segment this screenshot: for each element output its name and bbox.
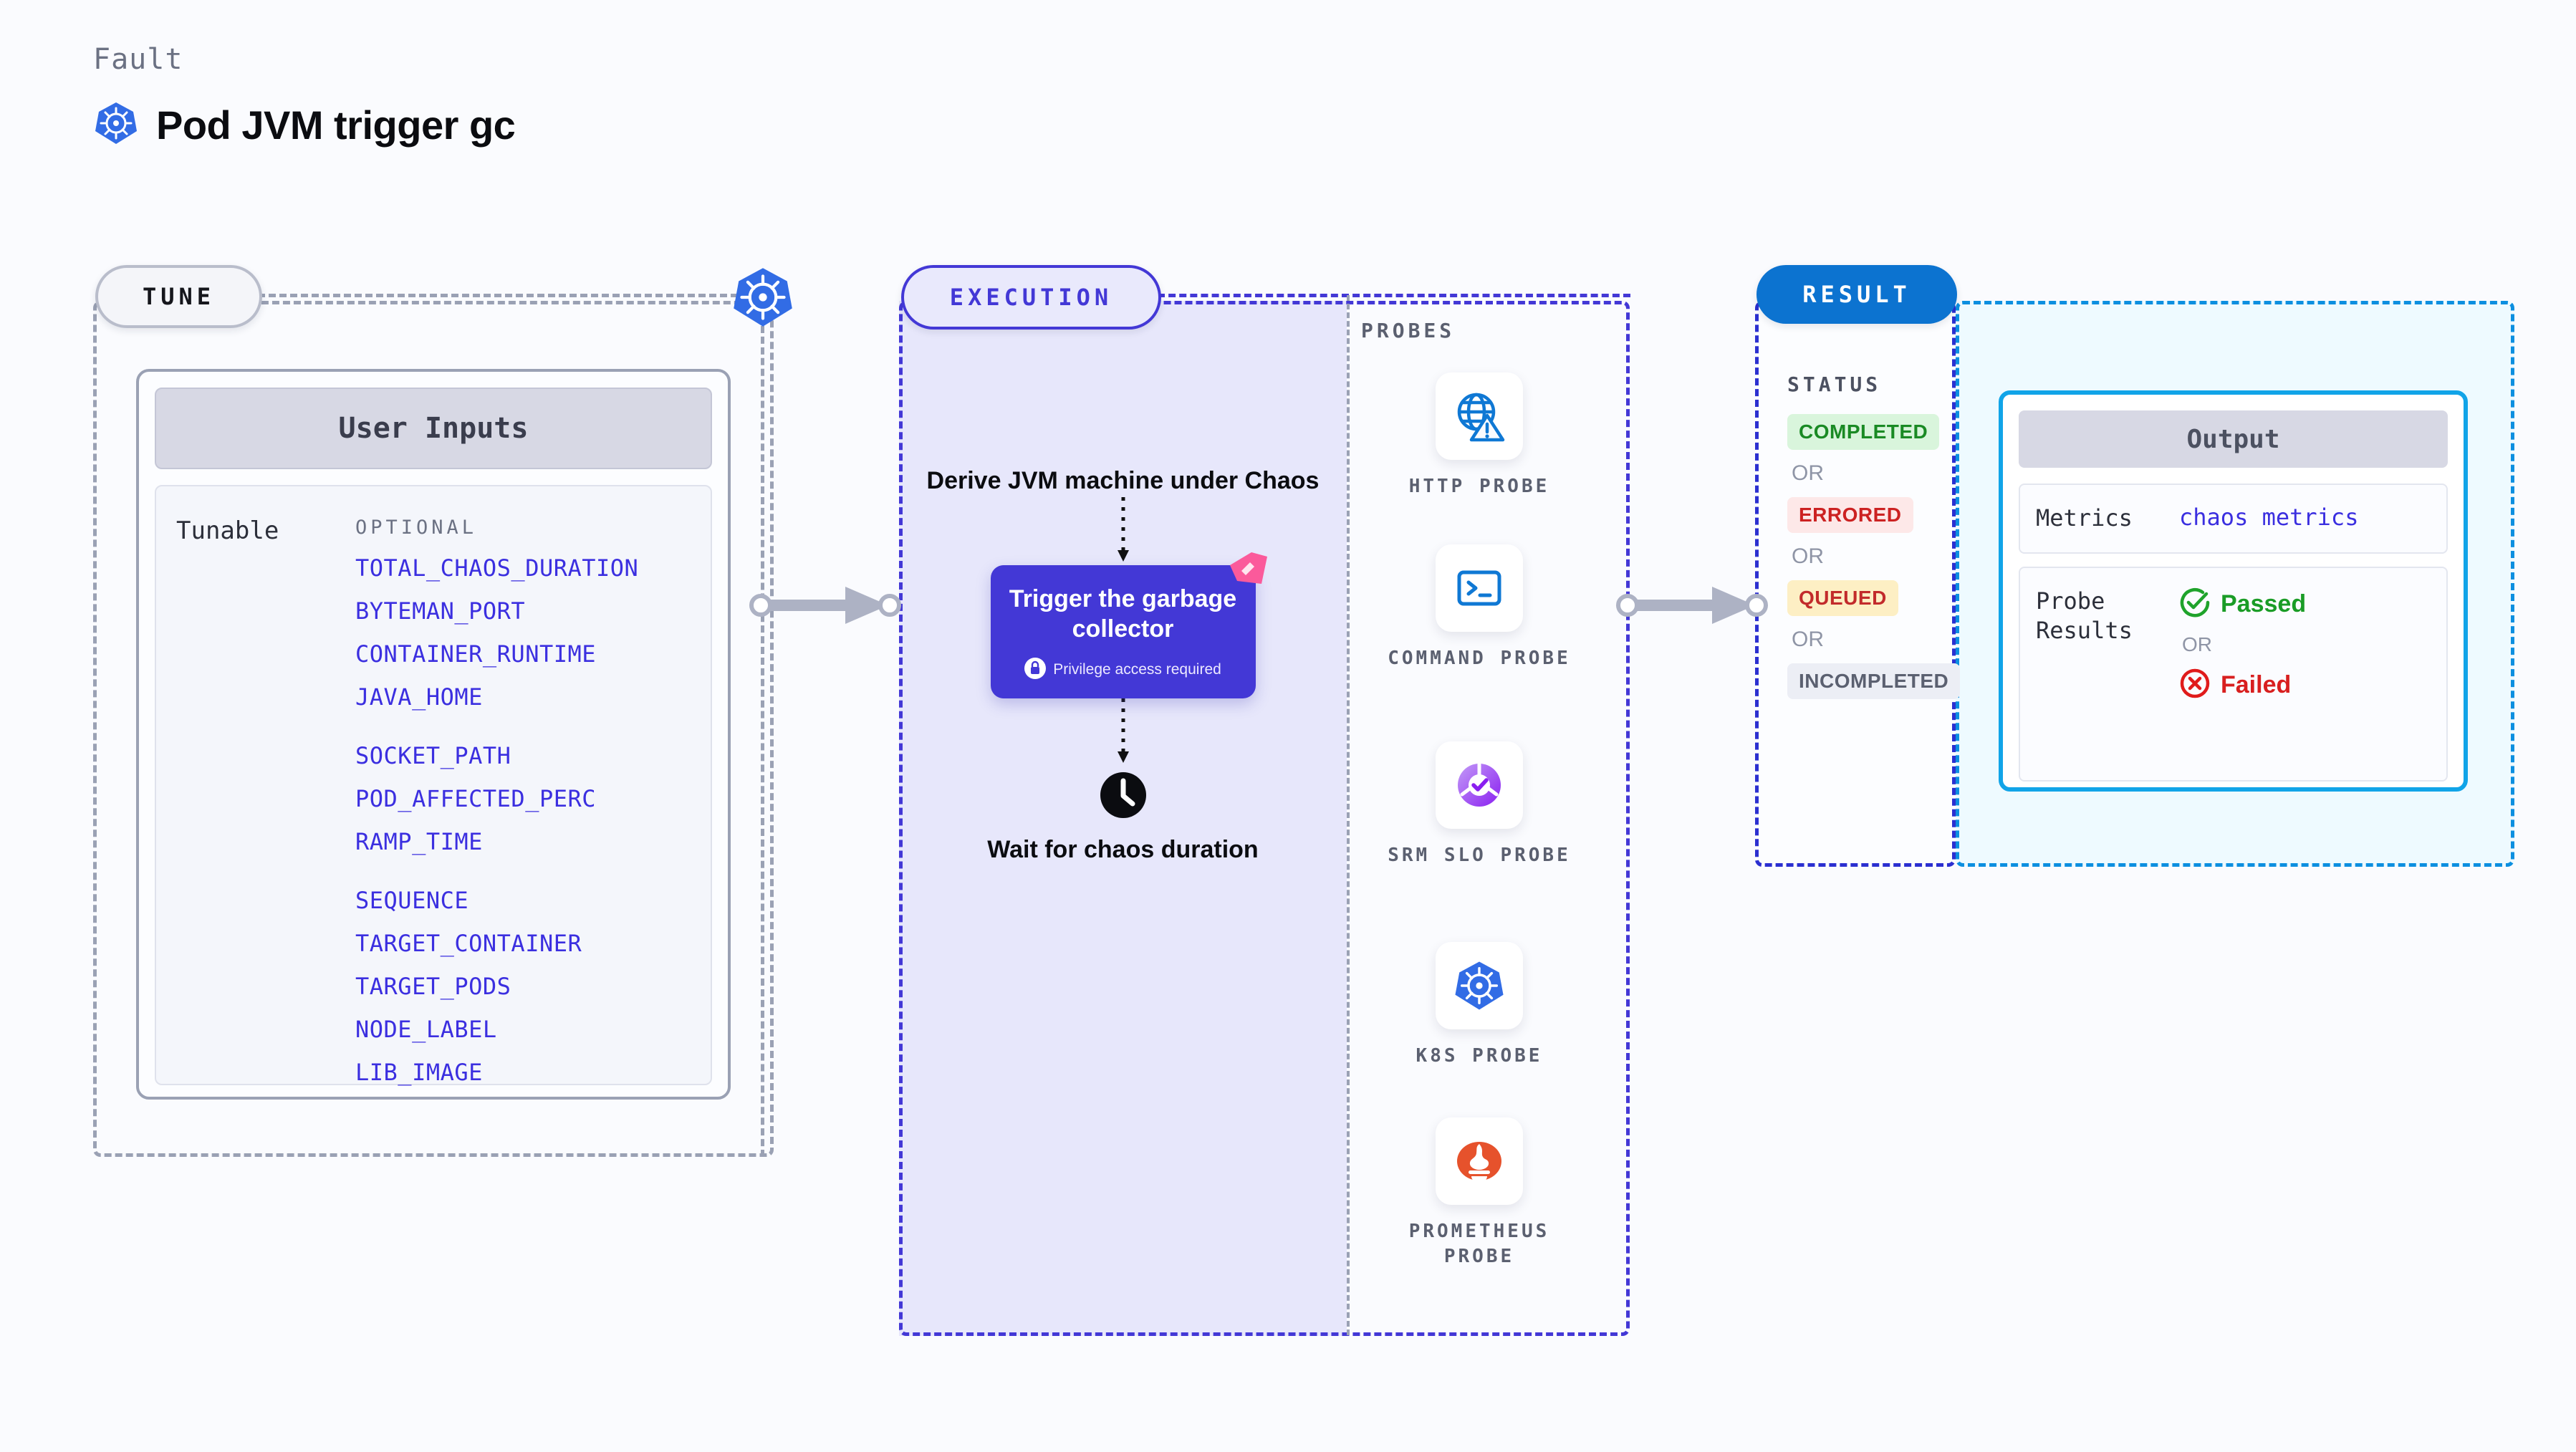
status-badge-incompleted: INCOMPLETED: [1787, 663, 1961, 699]
execution-step-wait: Wait for chaos duration: [987, 835, 1259, 863]
privilege-badge: Privilege access required: [1006, 657, 1240, 683]
tune-connector-horizontal: [258, 294, 738, 297]
kubernetes-icon: [731, 265, 795, 330]
tunable-item[interactable]: TOTAL_CHAOS_DURATION: [355, 554, 639, 582]
execution-flow: Derive JVM machine under Chaos Trigger t…: [924, 466, 1322, 865]
tunable-item[interactable]: BYTEMAN_PORT: [355, 597, 526, 625]
srm-slo-icon: [1436, 741, 1523, 829]
status-badge-errored: ERRORED: [1787, 497, 1913, 533]
probe-http[interactable]: HTTP PROBE: [1386, 372, 1572, 499]
probes-divider: [1347, 295, 1350, 1335]
metrics-key: Metrics: [2036, 504, 2133, 532]
kubernetes-icon: [93, 100, 139, 150]
privilege-badge-text: Privilege access required: [1053, 661, 1221, 678]
probe-result-failed: Failed: [2179, 668, 2306, 703]
tunable-item[interactable]: NODE_LABEL: [355, 1016, 497, 1043]
tunable-item[interactable]: JAVA_HOME: [355, 683, 483, 711]
tunable-item[interactable]: POD_AFFECTED_PERC: [355, 785, 597, 812]
probes-section-label: PROBES: [1361, 319, 1456, 342]
status-badge-queued: QUEUED: [1787, 580, 1898, 616]
terminal-icon: [1436, 544, 1523, 632]
globe-warning-icon: [1436, 372, 1523, 460]
probe-label: HTTP PROBE: [1408, 476, 1550, 497]
flow-arrow-icon: [924, 698, 1322, 766]
probe-srm-slo[interactable]: SRM SLO PROBE: [1386, 741, 1572, 868]
status-section-label: STATUS: [1787, 372, 1882, 396]
lock-icon: [1024, 657, 1047, 683]
probe-label: K8S PROBE: [1416, 1045, 1543, 1067]
tune-container: [93, 301, 774, 1157]
page-title-row: Pod JVM trigger gc: [93, 100, 516, 150]
tunable-list: OPTIONAL TOTAL_CHAOS_DURATION BYTEMAN_PO…: [355, 486, 639, 1086]
page-title: Pod JVM trigger gc: [156, 102, 516, 148]
probe-result-passed: Passed: [2179, 587, 2306, 622]
bookmark-flag-icon: [1229, 552, 1267, 585]
prometheus-icon: [1436, 1117, 1523, 1205]
connector-tune-to-execution: [745, 577, 917, 638]
probe-label: PROMETHEUS PROBE: [1408, 1221, 1550, 1268]
metrics-value[interactable]: chaos metrics: [2179, 504, 2359, 531]
user-inputs-header: User Inputs: [155, 388, 712, 469]
failed-label: Failed: [2221, 670, 2292, 698]
probe-prometheus[interactable]: PROMETHEUS PROBE: [1386, 1117, 1572, 1269]
clock-icon: [1097, 769, 1149, 824]
status-or-label: OR: [1792, 544, 1824, 568]
connector-execution-to-result: [1612, 577, 1784, 638]
output-metrics-row: Metrics chaos metrics: [2019, 484, 2448, 554]
tunable-item[interactable]: CONTAINER_RUNTIME: [355, 640, 597, 668]
trigger-gc-card[interactable]: Trigger the garbage collector Privilege …: [990, 552, 1267, 698]
clock-icon-wrap: [924, 769, 1322, 824]
output-header: Output: [2019, 410, 2448, 468]
user-inputs-card: User Inputs Tunable OPTIONAL TOTAL_CHAOS…: [136, 369, 731, 1100]
probe-result-or-label: OR: [2182, 633, 2212, 655]
trigger-gc-title: Trigger the garbage collector: [1009, 585, 1237, 643]
status-list: COMPLETED OR ERRORED OR QUEUED OR INCOMP…: [1787, 414, 1961, 699]
tunable-item[interactable]: SEQUENCE: [355, 887, 469, 914]
tune-connector-vertical: [761, 326, 764, 1157]
probe-k8s[interactable]: K8S PROBE: [1386, 942, 1572, 1069]
probe-label: COMMAND PROBE: [1388, 648, 1571, 669]
optional-label: OPTIONAL: [355, 516, 478, 539]
execution-container: [899, 301, 1630, 1336]
check-circle-icon: [2179, 587, 2211, 622]
probe-command[interactable]: COMMAND PROBE: [1386, 544, 1572, 671]
x-circle-icon: [2179, 668, 2211, 703]
tunable-item[interactable]: TARGET_PODS: [355, 973, 511, 1000]
execution-stage-pill[interactable]: EXECUTION: [901, 265, 1161, 330]
status-or-label: OR: [1792, 461, 1824, 485]
page-header: Fault Pod JVM trigger gc: [93, 43, 516, 150]
execution-panel-fill: [899, 301, 1347, 1336]
tunable-panel: Tunable OPTIONAL TOTAL_CHAOS_DURATION BY…: [155, 485, 712, 1086]
status-or-label: OR: [1792, 628, 1824, 651]
probe-label: SRM SLO PROBE: [1388, 845, 1571, 866]
status-badge-completed: COMPLETED: [1787, 414, 1940, 450]
tunable-item[interactable]: TARGET_CONTAINER: [355, 930, 582, 957]
result-stage-pill[interactable]: RESULT: [1756, 265, 1957, 324]
tunable-item[interactable]: LIB_IMAGE: [355, 1059, 483, 1086]
flow-arrow-icon: [924, 496, 1322, 565]
tunable-group-label: Tunable: [176, 516, 279, 545]
kubernetes-icon: [1436, 942, 1523, 1029]
tune-stage-pill[interactable]: TUNE: [95, 265, 262, 328]
execution-step-derive: Derive JVM machine under Chaos: [926, 467, 1320, 494]
tunable-item[interactable]: RAMP_TIME: [355, 828, 483, 855]
fault-eyebrow-label: Fault: [93, 43, 183, 76]
passed-label: Passed: [2221, 590, 2307, 617]
execution-connector-horizontal: [1158, 294, 1630, 297]
tunable-item[interactable]: SOCKET_PATH: [355, 742, 511, 769]
